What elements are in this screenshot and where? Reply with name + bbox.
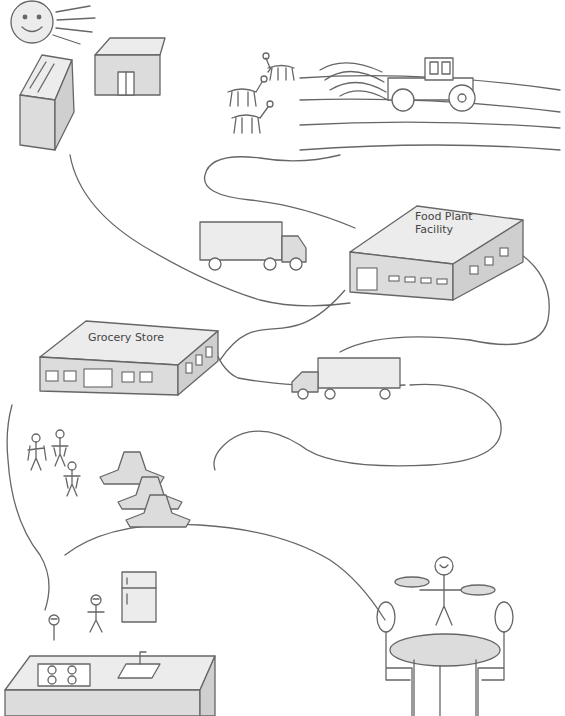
window: [84, 369, 112, 387]
window: [405, 277, 415, 282]
kitchen: [5, 572, 215, 716]
window: [64, 371, 76, 381]
window: [357, 268, 377, 290]
window: [421, 278, 431, 283]
window: [485, 257, 493, 265]
truck: [200, 222, 306, 270]
road-connector: [220, 290, 345, 360]
window: [470, 266, 478, 274]
window: [389, 276, 399, 281]
building-node: Grocery Store: [38, 315, 220, 397]
building-face: [40, 357, 178, 395]
dining: [377, 557, 513, 716]
road: [7, 155, 549, 620]
farm-shed: [95, 38, 165, 95]
building-label: Grocery Store: [88, 331, 198, 344]
window: [186, 363, 192, 373]
window: [196, 355, 202, 365]
tractor: [388, 58, 475, 111]
building-face: [178, 331, 218, 395]
window: [437, 279, 447, 284]
window: [500, 248, 508, 256]
window: [206, 347, 212, 357]
building-node: Food Plant Facility: [345, 200, 525, 302]
shoppers: [28, 430, 80, 496]
window: [46, 371, 58, 381]
truck: [292, 358, 400, 399]
building-face: [453, 220, 523, 300]
goats: [228, 53, 294, 133]
building-face: [350, 252, 453, 300]
window: [140, 372, 152, 382]
sun: [11, 1, 95, 44]
cars: [100, 452, 190, 527]
building-outline: [38, 315, 220, 397]
building-label: Food Plant Facility: [415, 210, 495, 236]
farm-house: [20, 55, 74, 150]
window: [122, 372, 134, 382]
